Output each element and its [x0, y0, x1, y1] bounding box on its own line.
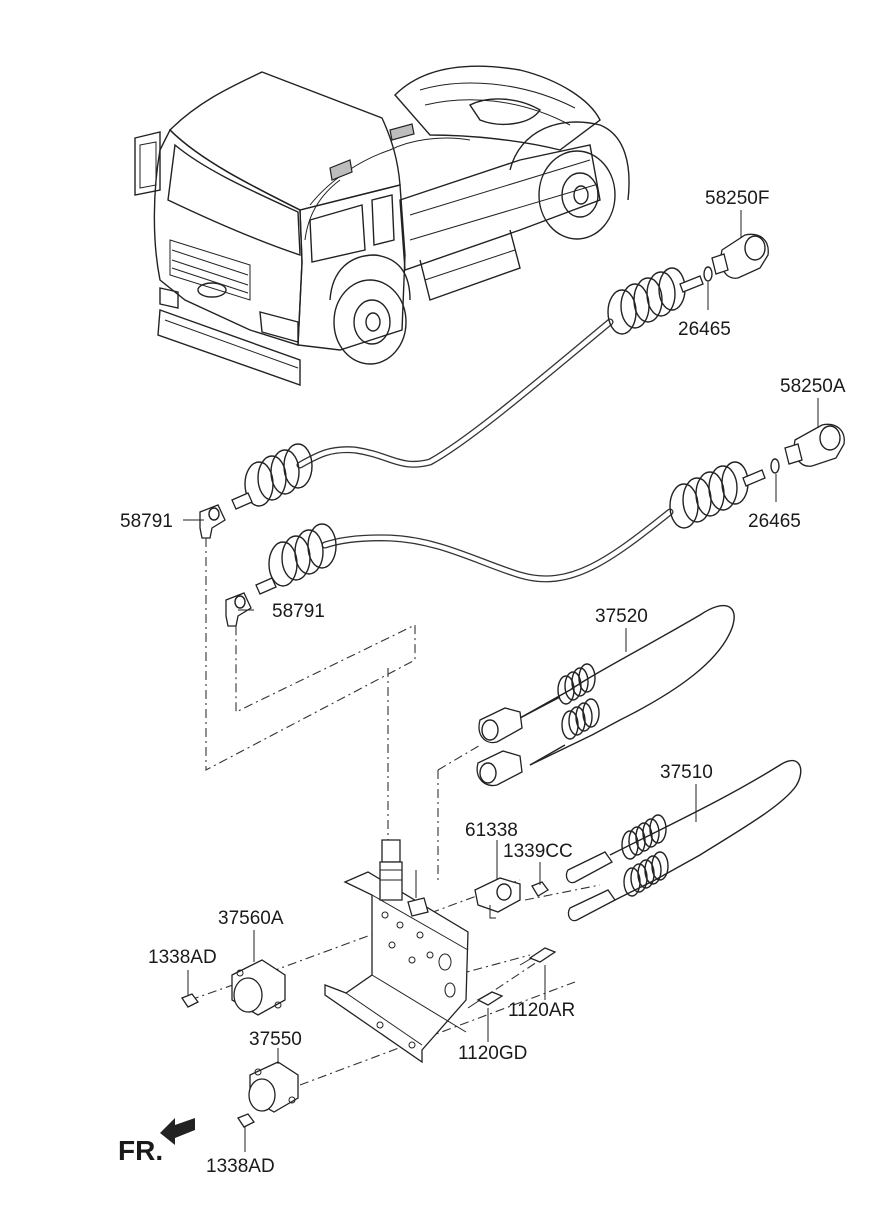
- o-ring-26465-lower: [770, 458, 780, 474]
- bracket-61338: [474, 877, 521, 919]
- hose-fitting-upper-left: [231, 492, 253, 510]
- label-37560A: 37560A: [218, 908, 284, 929]
- label-1338AD-top: 1338AD: [148, 947, 217, 968]
- truck-illustration: [134, 65, 630, 386]
- label-58791-lower: 58791: [272, 601, 325, 622]
- connector-58250F: [711, 233, 769, 279]
- label-26465-lower: 26465: [748, 511, 801, 532]
- label-26465-upper: 26465: [678, 319, 731, 340]
- leader-lines: [183, 210, 819, 1152]
- part-labels: 58250F 26465 58250A 26465 58791 58791 37…: [120, 188, 846, 1177]
- label-61338: 61338: [465, 820, 518, 841]
- socket-37550: [248, 1061, 299, 1113]
- hose-fitting-upper-right: [679, 275, 704, 293]
- coil-37510-lower: [623, 851, 669, 897]
- label-1339CC: 1339CC: [503, 841, 573, 862]
- cable-37520: [476, 605, 735, 787]
- coil-37520-lower: [561, 698, 600, 740]
- label-58250F: 58250F: [705, 188, 769, 209]
- socket-37560A: [231, 959, 286, 1016]
- coil-upper-left: [244, 443, 313, 507]
- label-58250A: 58250A: [780, 376, 846, 397]
- cable-37510: [565, 759, 802, 922]
- hose-fitting-lower-left: [255, 577, 277, 595]
- bolt-1120AR: [519, 947, 557, 966]
- label-37520: 37520: [595, 606, 648, 627]
- coiled-hose-upper: [231, 266, 713, 510]
- label-1338AD-bottom: 1338AD: [206, 1156, 275, 1177]
- front-arrow-icon: [160, 1118, 195, 1145]
- o-ring-26465-upper: [703, 266, 713, 282]
- label-37510: 37510: [660, 762, 713, 783]
- nut-1339CC: [531, 881, 549, 897]
- upright-valve: [379, 839, 429, 917]
- connector-58250A: [784, 423, 845, 467]
- label-1120AR: 1120AR: [508, 1000, 575, 1021]
- label-58791-upper: 58791: [120, 511, 173, 532]
- coiled-hose-lower: [255, 458, 780, 595]
- nut-1338AD-top: [181, 993, 199, 1008]
- coil-lower-left: [268, 523, 337, 587]
- coil-lower-right: [669, 461, 749, 529]
- front-direction-label: FR.: [118, 1135, 163, 1166]
- label-37550: 37550: [249, 1029, 302, 1050]
- mounting-bracket: [324, 871, 469, 1064]
- coil-37510-upper: [621, 814, 667, 860]
- hose-fitting-lower-right: [742, 469, 766, 487]
- bolt-1120GD: [467, 991, 504, 1009]
- label-1120GD: 1120GD: [458, 1043, 527, 1064]
- coil-upper-right: [607, 267, 686, 335]
- front-direction-indicator: FR.: [118, 1118, 195, 1166]
- coil-37520-upper: [557, 663, 596, 705]
- nut-1338AD-bottom: [237, 1113, 255, 1128]
- elbow-fitting-58791-upper: [199, 504, 226, 539]
